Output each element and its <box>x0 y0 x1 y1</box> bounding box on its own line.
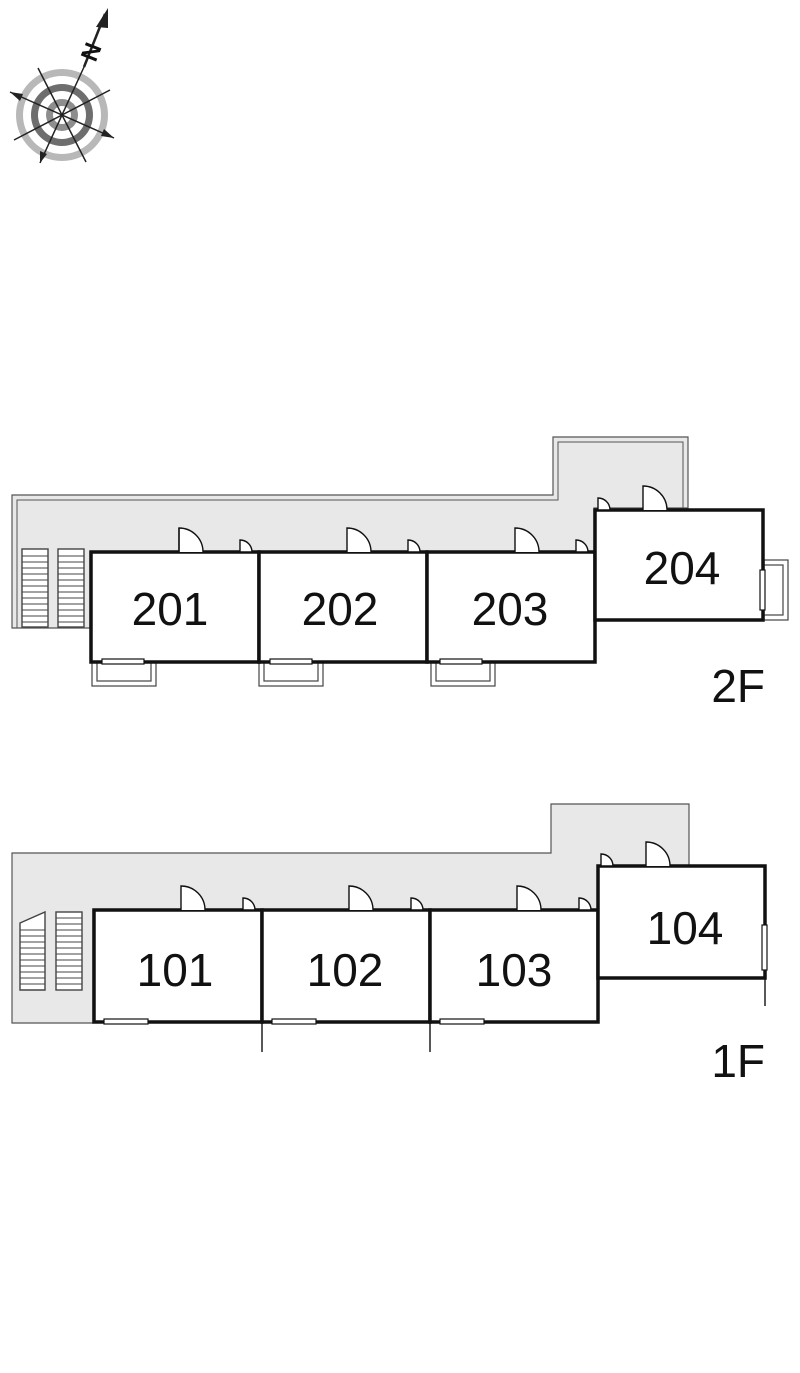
doors-2f <box>178 485 668 553</box>
floor-1f: 101 102 103 104 1F <box>11 803 768 1087</box>
room-label-103: 103 <box>476 944 553 996</box>
room-label-201: 201 <box>132 583 209 635</box>
room-203 <box>425 550 597 664</box>
room-label-102: 102 <box>307 944 384 996</box>
compass-rose-icon: N <box>9 8 115 164</box>
doors-1f <box>180 841 671 911</box>
floor-2f: 201 202 203 204 2F <box>11 436 789 712</box>
room-202 <box>257 550 429 664</box>
staircase-icon <box>19 910 83 991</box>
floor-label-1f: 1F <box>711 1035 765 1087</box>
room-204 <box>593 508 765 622</box>
room-101 <box>92 908 264 1024</box>
room-label-204: 204 <box>644 542 721 594</box>
room-201 <box>89 550 261 664</box>
north-arrow-icon <box>96 8 108 28</box>
room-label-203: 203 <box>472 583 549 635</box>
floor-label-2f: 2F <box>711 660 765 712</box>
room-102 <box>260 908 432 1024</box>
room-label-104: 104 <box>647 902 724 954</box>
room-label-202: 202 <box>302 583 379 635</box>
room-label-101: 101 <box>137 944 214 996</box>
stair-steps <box>22 555 84 623</box>
north-label: N <box>76 39 108 65</box>
room-104 <box>596 864 767 980</box>
room-103 <box>428 908 600 1024</box>
stair-steps <box>20 917 82 985</box>
